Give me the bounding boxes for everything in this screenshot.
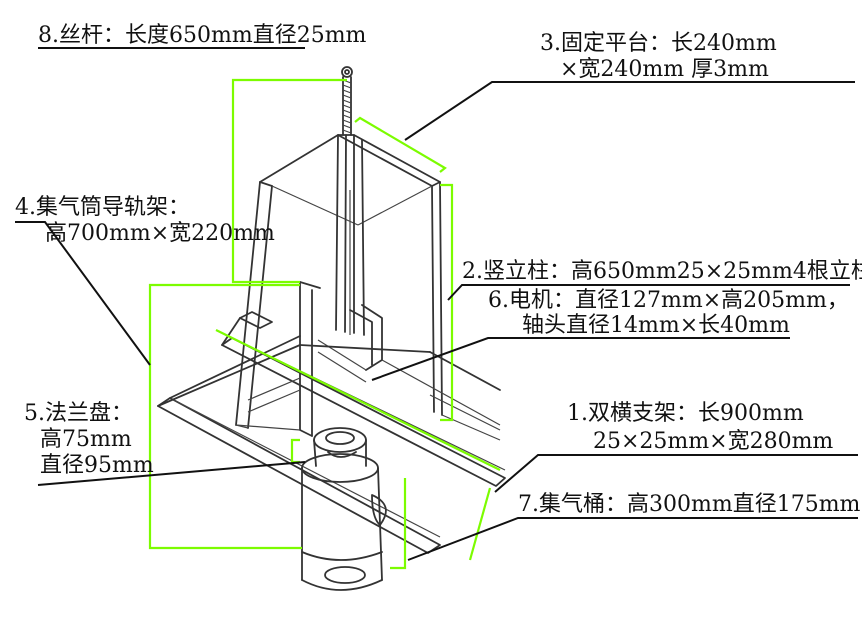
- part-labels: 8.丝杆：长度650mm直径25mm 3.固定平台：长240mm ×宽240mm…: [15, 23, 862, 517]
- fixed-platform: [259, 134, 441, 187]
- label-cross-bracket-line2: 25×25mm×宽280mm: [593, 429, 833, 454]
- leader-5: [37, 461, 306, 486]
- dim-lead-screw-length: [231, 78, 347, 284]
- label-lead-screw: 8.丝杆：长度650mm直径25mm: [38, 23, 367, 48]
- dim-barrel-height: [390, 478, 407, 570]
- leader-3: [404, 81, 855, 141]
- upright-columns: [335, 134, 365, 336]
- label-motor-line2: 轴头直径14mm×长40mm: [522, 313, 790, 338]
- label-guide-frame-line1: 4.集气筒导轨架：: [15, 195, 190, 220]
- leader-lines: [15, 47, 858, 561]
- dimension-lines: [148, 78, 501, 570]
- label-collecting-barrel: 7.集气桶：高300mm直径175mm: [518, 492, 861, 517]
- leader-1: [494, 454, 858, 493]
- label-flange-line2: 高75mm: [40, 427, 132, 452]
- label-fixed-platform-line2: ×宽240mm 厚3mm: [560, 57, 769, 82]
- dim-upright-height: [440, 183, 454, 422]
- label-cross-bracket-line1: 1.双横支架：长900mm: [567, 401, 804, 426]
- apparatus-structure: [157, 66, 506, 591]
- leader-7: [407, 517, 858, 561]
- label-upright-columns: 2.竖立柱：高650mm25×25mm4根立柱: [462, 259, 862, 284]
- label-flange-line1: 5.法兰盘：: [24, 401, 133, 426]
- dim-flange-height: [290, 438, 300, 464]
- dim-platform-length: [354, 116, 447, 173]
- motor-frame: [299, 281, 383, 437]
- guide-rail-frame: [235, 181, 443, 429]
- dim-bracket-width: [468, 487, 492, 561]
- dim-guide-frame-height: [148, 283, 302, 550]
- dim-bracket-length: [215, 329, 501, 471]
- label-flange-line3: 直径95mm: [40, 453, 154, 478]
- leader-6: [371, 337, 790, 381]
- leader-2: [447, 284, 850, 301]
- label-motor-line1: 6.电机：直径127mm×高205mm，: [488, 288, 849, 313]
- leader-4: [15, 221, 151, 366]
- label-fixed-platform-line1: 3.固定平台：长240mm: [540, 31, 777, 56]
- label-guide-frame-line2: 高700mm×宽220mm: [45, 221, 275, 246]
- lead-screw: [341, 66, 353, 136]
- gas-collecting-barrel: [301, 453, 387, 591]
- flange: [313, 427, 367, 467]
